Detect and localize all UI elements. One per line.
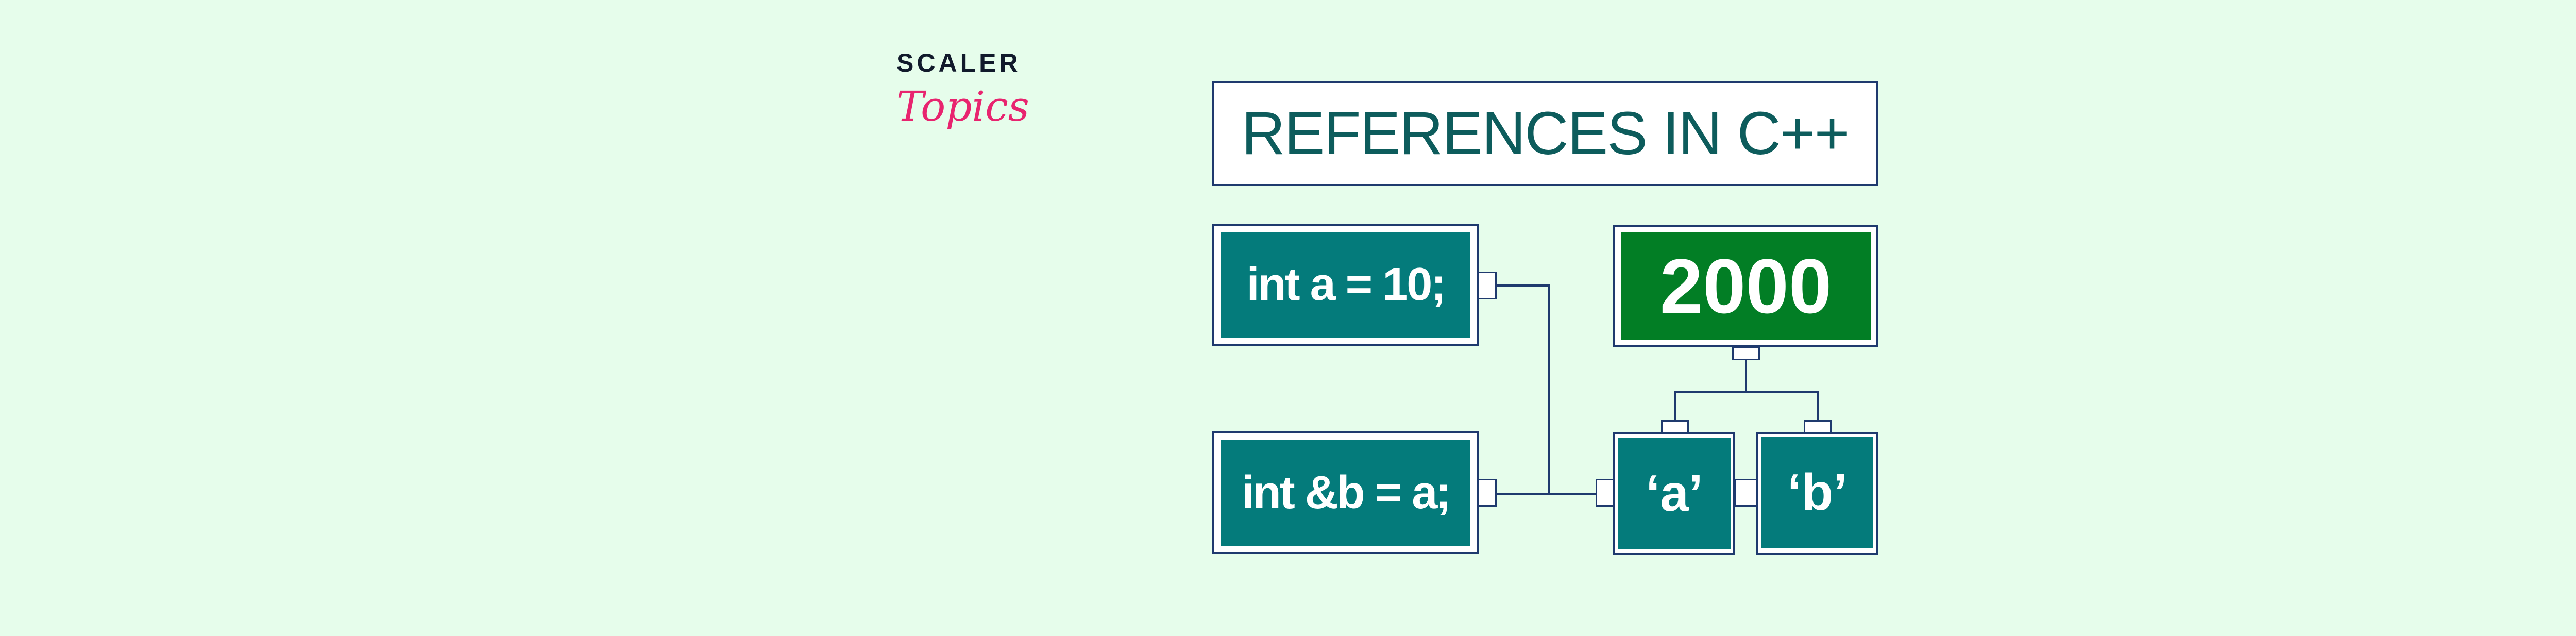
connector-line [1674,391,1819,393]
connector-port [1804,420,1832,433]
logo-scaler-text: SCALER [896,48,1021,77]
connector-port [1596,479,1614,507]
connector-line [1497,284,1550,287]
logo-topics-text: Topics [896,82,1029,130]
connector-line [1674,391,1676,421]
address-value: 2000 [1621,232,1871,340]
connector-port [1661,420,1689,433]
connector-port [1478,272,1497,299]
connector-line [1745,360,1747,393]
connector-port [1478,479,1497,507]
decl-b-label: int &b = a; [1221,440,1470,546]
decl-a-label: int a = 10; [1221,232,1470,338]
scaler-topics-logo: SCALER Topics [896,49,1030,157]
title-box: REFERENCES IN C++ [1212,81,1878,186]
connector-port [1734,479,1757,507]
connector-line [1497,493,1597,495]
name-a-label: ‘a’ [1618,438,1731,549]
connector-line [1548,284,1550,495]
diagram-title: REFERENCES IN C++ [1241,99,1850,168]
connector-line [1817,391,1819,421]
name-b-label: ‘b’ [1761,437,1873,548]
connector-port [1732,346,1760,360]
